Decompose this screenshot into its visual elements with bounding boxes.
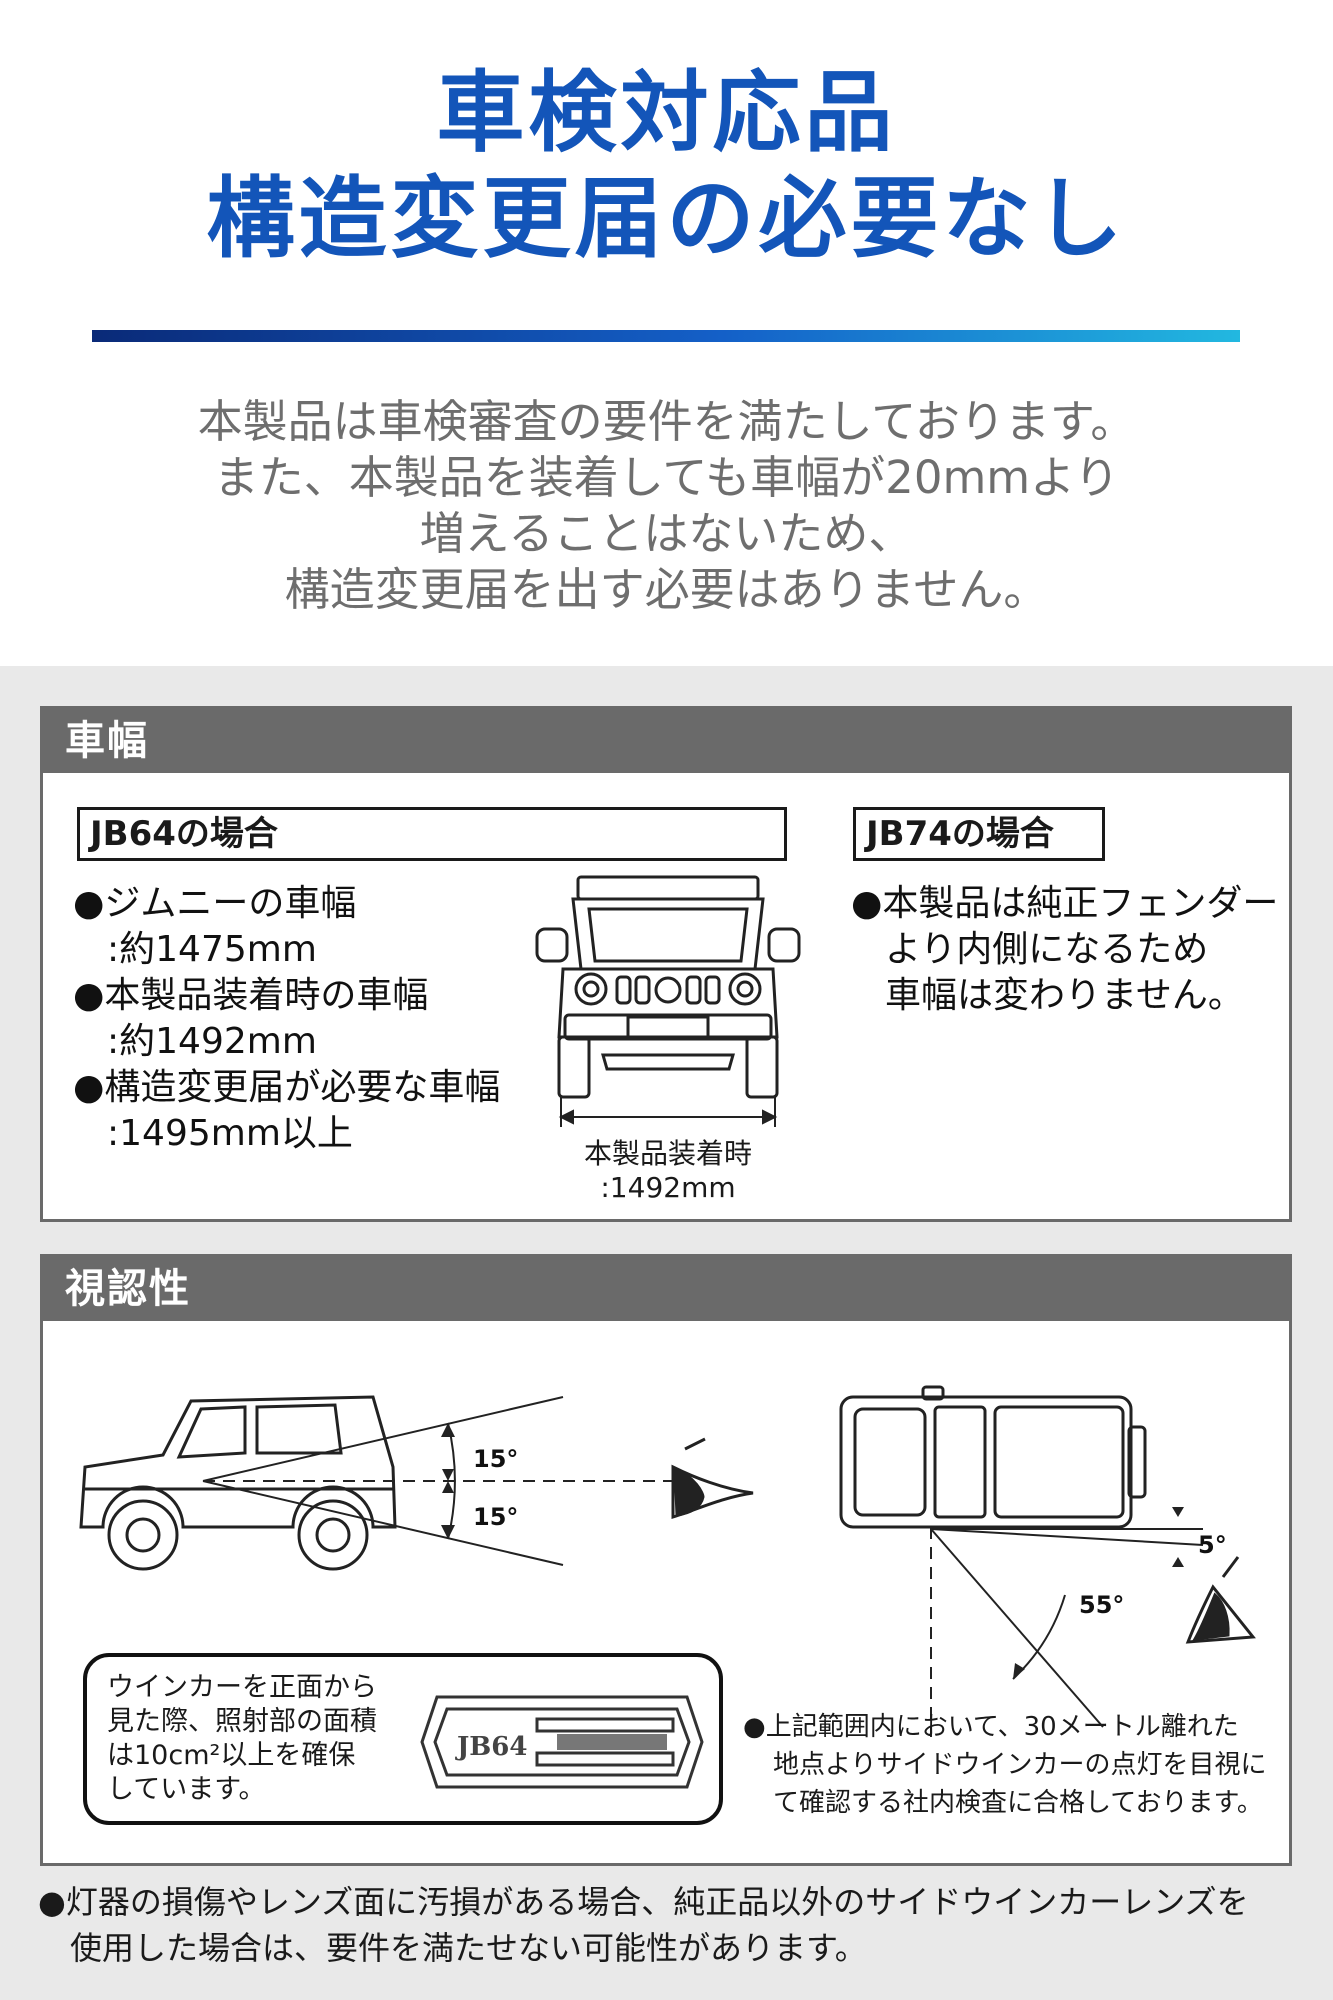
side-lamp-illustration: JB64 bbox=[420, 1695, 704, 1789]
angle-outward-label: 5° bbox=[1198, 1531, 1227, 1559]
intro-line-2: また、本製品を装着しても車幅が20mmより bbox=[213, 451, 1120, 504]
angle-rear-label: 55° bbox=[1079, 1591, 1124, 1619]
jeep-side-view-diagram: 15° 15° bbox=[79, 1395, 754, 1571]
visibility-note-line-2: 地点よりサイドウインカーの点灯を目視に bbox=[773, 1750, 1267, 1780]
hero-title-line1: 車検対応品 bbox=[436, 61, 897, 164]
jb64-item-1-value: :約1475mm bbox=[107, 929, 317, 970]
hero-title-line2: 構造変更届の必要なし bbox=[206, 167, 1127, 270]
callout-line-4: しています。 bbox=[107, 1774, 266, 1805]
callout-line-2: 見た際、照射部の面積 bbox=[107, 1706, 377, 1737]
callout-line-1: ウインカーを正面から bbox=[107, 1672, 377, 1703]
gradient-divider bbox=[92, 330, 1240, 342]
footnote-line-2: 使用した場合は、要件を満たせない可能性があります。 bbox=[70, 1929, 867, 1967]
jb64-label: JB64の場合 bbox=[77, 807, 787, 861]
jb64-item-2-value: :約1492mm bbox=[107, 1021, 317, 1062]
width-caption-line1: 本製品装着時 bbox=[583, 1137, 752, 1170]
jb64-item-1-title: ジムニーの車幅 bbox=[73, 881, 356, 927]
lamp-area-callout: ウインカーを正面から 見た際、照射部の面積 は10cm²以上を確保 しています。… bbox=[83, 1653, 723, 1825]
jb64-item-2-title: 本製品装着時の車幅 bbox=[73, 973, 428, 1019]
jeep-top-view-diagram: 5° 55° bbox=[839, 1385, 1256, 1737]
jb64-item-3-value: :1495mm以上 bbox=[107, 1113, 353, 1154]
angle-lower-label: 15° bbox=[473, 1503, 518, 1531]
intro-line-3: 増えることはないため、 bbox=[419, 507, 914, 560]
vehicle-width-panel: 車幅 JB64の場合 JB74の場合 ジムニーの車幅 :約1475mm 本製品装… bbox=[40, 706, 1292, 1222]
jb74-line-3: 車幅は変わりません。 bbox=[885, 975, 1244, 1016]
visibility-note-line-1: 上記範囲内において、30メートル離れた bbox=[743, 1709, 1239, 1745]
panel-heading-visibility: 視認性 bbox=[43, 1257, 1289, 1321]
intro-line-4: 構造変更届を出す必要はありません。 bbox=[284, 563, 1049, 616]
intro-line-1: 本製品は車検審査の要件を満たしております。 bbox=[197, 395, 1136, 448]
lamp-emboss-text: JB64 bbox=[455, 1732, 527, 1762]
visibility-note-line-3: て確認する社内検査に合格しております。 bbox=[773, 1788, 1263, 1818]
callout-line-3: は10cm²以上を確保 bbox=[107, 1740, 356, 1771]
jb64-item-3-title: 構造変更届が必要な車幅 bbox=[73, 1065, 500, 1111]
jeep-front-view-illustration bbox=[535, 875, 801, 1127]
angle-upper-label: 15° bbox=[473, 1445, 518, 1473]
jb74-line-1: 本製品は純正フェンダー bbox=[851, 881, 1278, 927]
panel-heading-width: 車幅 bbox=[43, 709, 1289, 773]
visibility-panel: 視認性 15° 15° bbox=[40, 1254, 1292, 1866]
jb74-line-2: より内側になるため bbox=[885, 929, 1209, 970]
hero-section: 車検対応品 構造変更届の必要なし 本製品は車検審査の要件を満たしております。 ま… bbox=[0, 0, 1333, 666]
jb74-label: JB74の場合 bbox=[853, 807, 1105, 861]
footnote-line-1: 灯器の損傷やレンズ面に汚損がある場合、純正品以外のサイドウインカーレンズを bbox=[38, 1880, 1249, 1924]
width-caption-line2: :1492mm bbox=[600, 1171, 736, 1204]
